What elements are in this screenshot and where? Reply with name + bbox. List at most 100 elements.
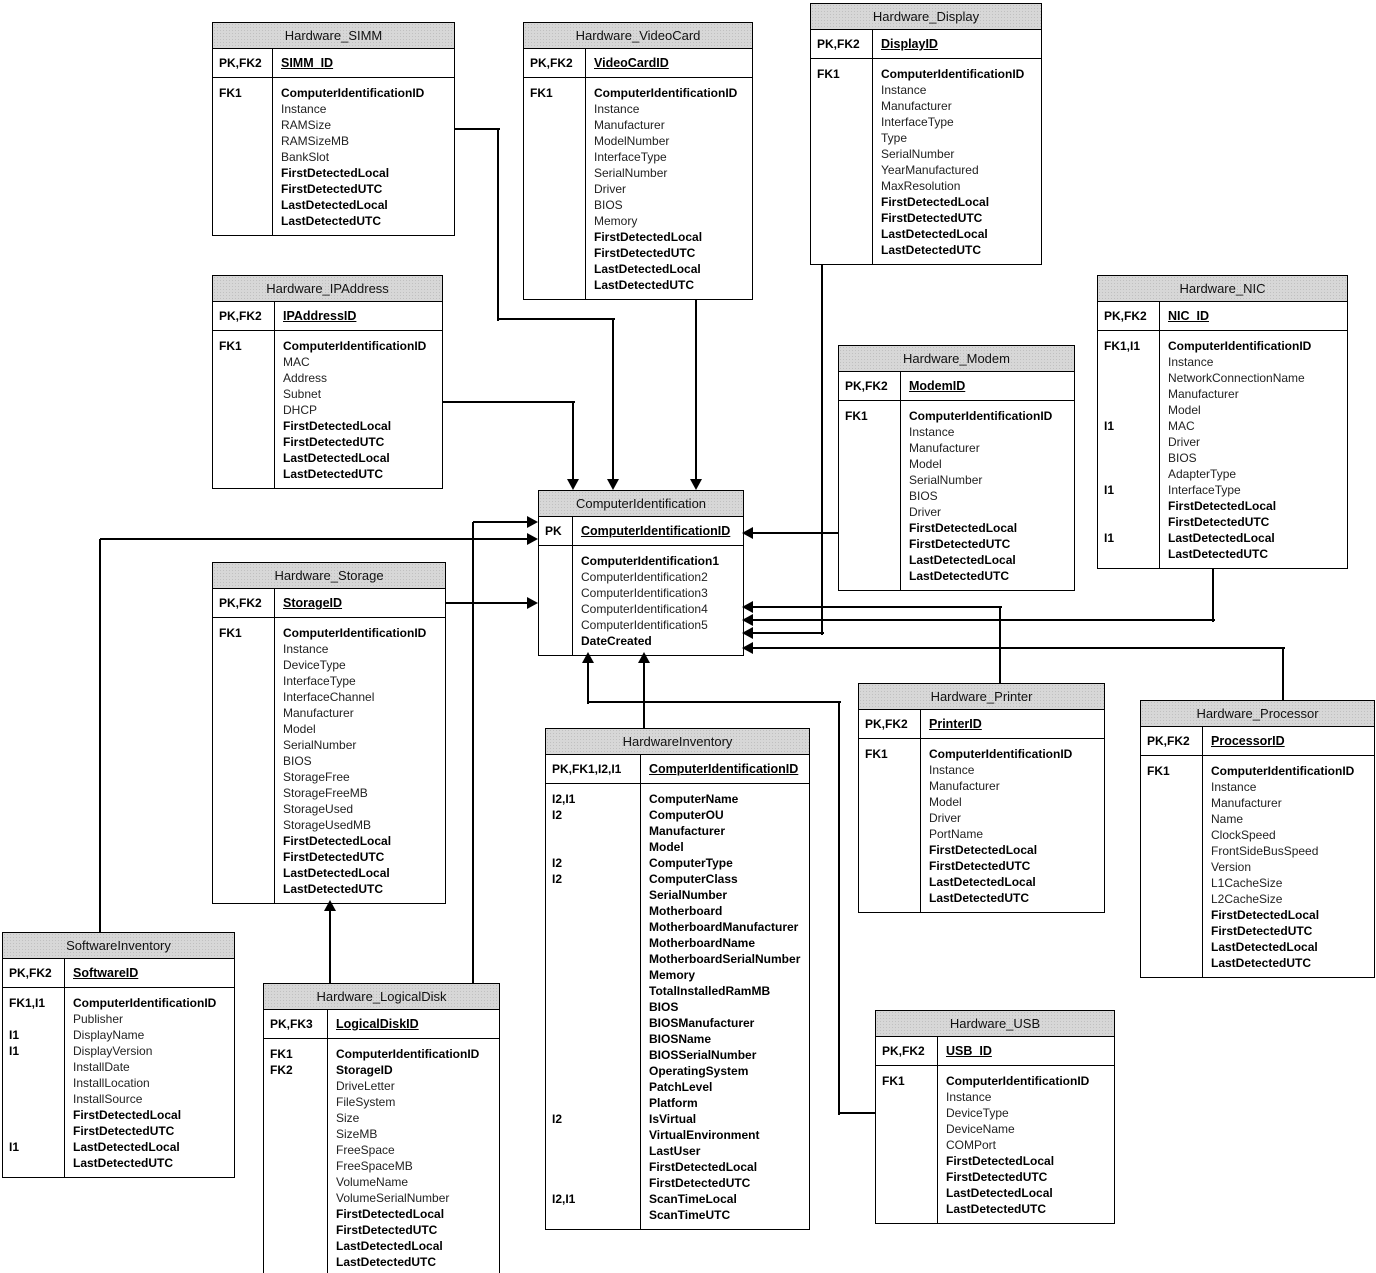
key-cell <box>213 785 274 801</box>
field-name: FirstDetectedLocal <box>283 419 392 433</box>
key-cell <box>1098 514 1159 530</box>
key-cell <box>876 1201 937 1217</box>
key-cell <box>524 149 585 165</box>
pk-key-label: PK <box>539 517 573 545</box>
key-cell: I1 <box>9 1140 20 1154</box>
connector-logicaldisk-to-computeridentification <box>472 522 474 985</box>
connector-display-to-computeridentification <box>821 261 823 635</box>
key-cell <box>1141 843 1202 859</box>
field-name: Size <box>336 1111 360 1125</box>
field-name: FirstDetectedLocal <box>336 1207 445 1221</box>
key-cell: I1 <box>1104 483 1115 497</box>
key-cell <box>524 181 585 197</box>
key-cell <box>264 1094 327 1110</box>
field-name: MotherboardName <box>649 936 756 950</box>
pk-field-name: ModemID <box>909 379 966 393</box>
key-column: FK1 <box>859 739 921 912</box>
pk-key-label: PK,FK2 <box>876 1037 938 1065</box>
field-name: FirstDetectedLocal <box>881 195 990 209</box>
field-name: ComputerType <box>649 856 733 870</box>
pk-field-name: NIC_ID <box>1168 309 1209 323</box>
key-cell: I1 <box>9 1044 20 1058</box>
field-name: ComputerIdentification3 <box>581 586 708 600</box>
connector-simm-to-computeridentification <box>497 129 499 321</box>
key-cell <box>839 472 900 488</box>
field-name: Instance <box>281 102 327 116</box>
field-name: VolumeSerialNumber <box>336 1191 450 1205</box>
connector-modem-to-computeridentification <box>753 532 840 534</box>
key-cell <box>546 903 640 919</box>
field-name: VirtualEnvironment <box>649 1128 760 1142</box>
key-cell <box>213 673 274 689</box>
field-name: ComputerClass <box>649 872 738 886</box>
key-cell <box>213 213 272 229</box>
key-cell: FK1 <box>1147 764 1170 778</box>
connector-printer-to-computeridentification <box>753 606 1002 608</box>
field-name: SerialNumber <box>909 473 983 487</box>
arrowhead-storage-to-computeridentification <box>527 597 538 609</box>
key-cell <box>3 1123 64 1139</box>
field-name: LastDetectedLocal <box>336 1239 443 1253</box>
field-name: YearManufactured <box>881 163 979 177</box>
pk-key-label: PK,FK2 <box>213 49 273 77</box>
field-name: Manufacturer <box>1168 387 1239 401</box>
field-name: LastDetectedLocal <box>1168 531 1275 545</box>
field-name: Manufacturer <box>1211 796 1282 810</box>
arrowhead-simm-to-computeridentification <box>607 479 619 490</box>
key-cell <box>1098 434 1159 450</box>
entity-title: ComputerIdentification <box>539 491 743 517</box>
key-cell <box>213 197 272 213</box>
field-name: FirstDetectedLocal <box>73 1108 182 1122</box>
key-cell <box>546 1207 640 1223</box>
key-cell <box>811 178 872 194</box>
connector-softwareinventory-to-computeridentification <box>100 538 529 540</box>
field-name: FirstDetectedLocal <box>909 521 1018 535</box>
key-cell <box>213 117 272 133</box>
key-cell <box>213 769 274 785</box>
pk-field-name: DisplayID <box>881 37 938 51</box>
key-cell <box>213 450 274 466</box>
field-name: ComputerOU <box>649 808 724 822</box>
connector-nic-to-computeridentification <box>1212 565 1214 622</box>
field-name: Driver <box>594 182 626 196</box>
arrowhead-modem-to-computeridentification <box>742 527 753 539</box>
key-column: FK1 <box>811 59 873 264</box>
key-cell <box>264 1222 327 1238</box>
field-name: Subnet <box>283 387 322 401</box>
field-name: FirstDetectedUTC <box>946 1170 1048 1184</box>
field-name: SerialNumber <box>881 147 955 161</box>
field-name: SerialNumber <box>594 166 668 180</box>
key-cell <box>546 1095 640 1111</box>
key-cell <box>811 130 872 146</box>
field-name: FirstDetectedLocal <box>1168 499 1277 513</box>
pk-field-name: StorageID <box>283 596 343 610</box>
field-name: Platform <box>649 1096 698 1110</box>
key-cell: I1 <box>1104 531 1115 545</box>
connector-nic-to-computeridentification <box>753 619 1215 621</box>
key-cell <box>839 504 900 520</box>
key-column: FK1 <box>213 331 275 488</box>
key-cell <box>546 823 640 839</box>
key-cell <box>546 935 640 951</box>
field-name: ComputerIdentificationID <box>336 1047 480 1061</box>
key-column: FK1 <box>213 78 273 235</box>
field-name: ComputerName <box>649 792 739 806</box>
field-name: InstallDate <box>73 1060 130 1074</box>
key-cell: I2 <box>552 872 563 886</box>
